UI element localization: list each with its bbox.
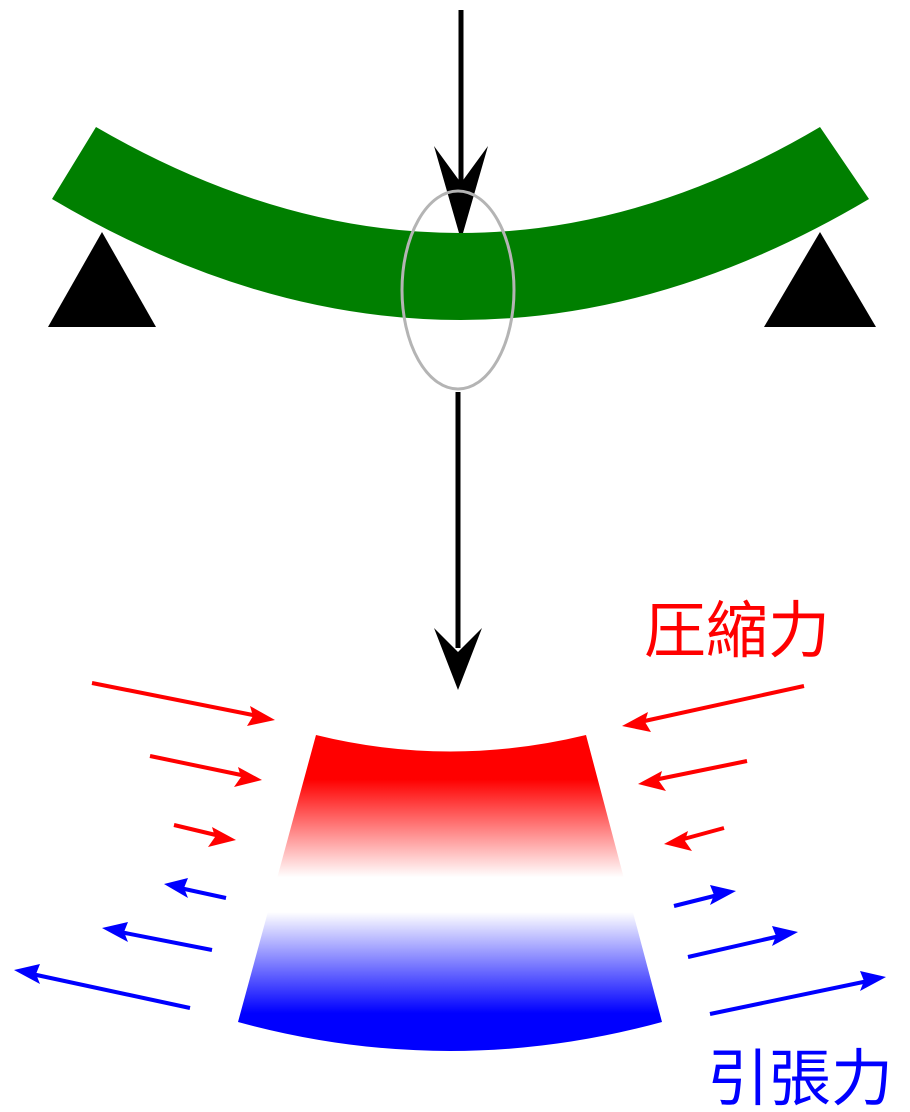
stress-block [238,735,662,1051]
arrow-icon [664,831,692,851]
focus-ellipse [400,189,516,391]
left-support-triangle-icon [48,232,156,327]
arrow-icon [710,885,736,905]
right-support-triangle-icon [764,232,876,327]
arrow-icon [247,706,275,726]
tension-arrows [14,878,886,1016]
magnify-arrow [434,392,482,690]
arrow-icon [638,771,666,791]
arrow-icon [860,971,886,991]
compression-arrows [91,681,805,851]
down-arrow-icon [434,628,482,690]
arrow-icon [208,827,236,847]
tension-label: 引張力 [707,1042,893,1112]
arrow-icon [164,878,188,898]
arrow-icon [14,964,40,984]
down-arrow-icon [434,146,488,240]
arrow-icon [102,922,128,942]
compression-label: 圧縮力 [644,594,830,667]
arrow-icon [622,712,651,732]
load-arrow [434,10,488,240]
bent-beam [52,127,869,320]
arrow-icon [772,926,798,946]
arrow-icon [234,767,262,787]
